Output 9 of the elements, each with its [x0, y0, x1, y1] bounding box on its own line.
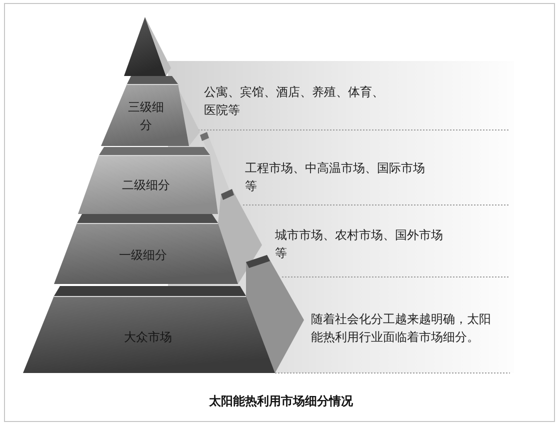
caption: 太阳能热利用市场细分情况: [209, 394, 353, 410]
tier-label: 一级细分: [119, 247, 167, 264]
tier-label: 二级细分: [122, 177, 170, 194]
description-text: 工程市场、中高温市场、国际市场等: [245, 160, 426, 195]
description-text: 公寓、宾馆、酒店、养殖、体育、医院等: [204, 84, 385, 119]
description-text: 城市市场、农村市场、国外市场等: [275, 226, 444, 262]
tier-label: 三级细分: [127, 99, 165, 134]
tier-label: 大众市场: [124, 329, 172, 346]
description-text: 随着社会化分工越来越明确，太阳能热利用行业面临着市场细分。: [311, 310, 492, 346]
